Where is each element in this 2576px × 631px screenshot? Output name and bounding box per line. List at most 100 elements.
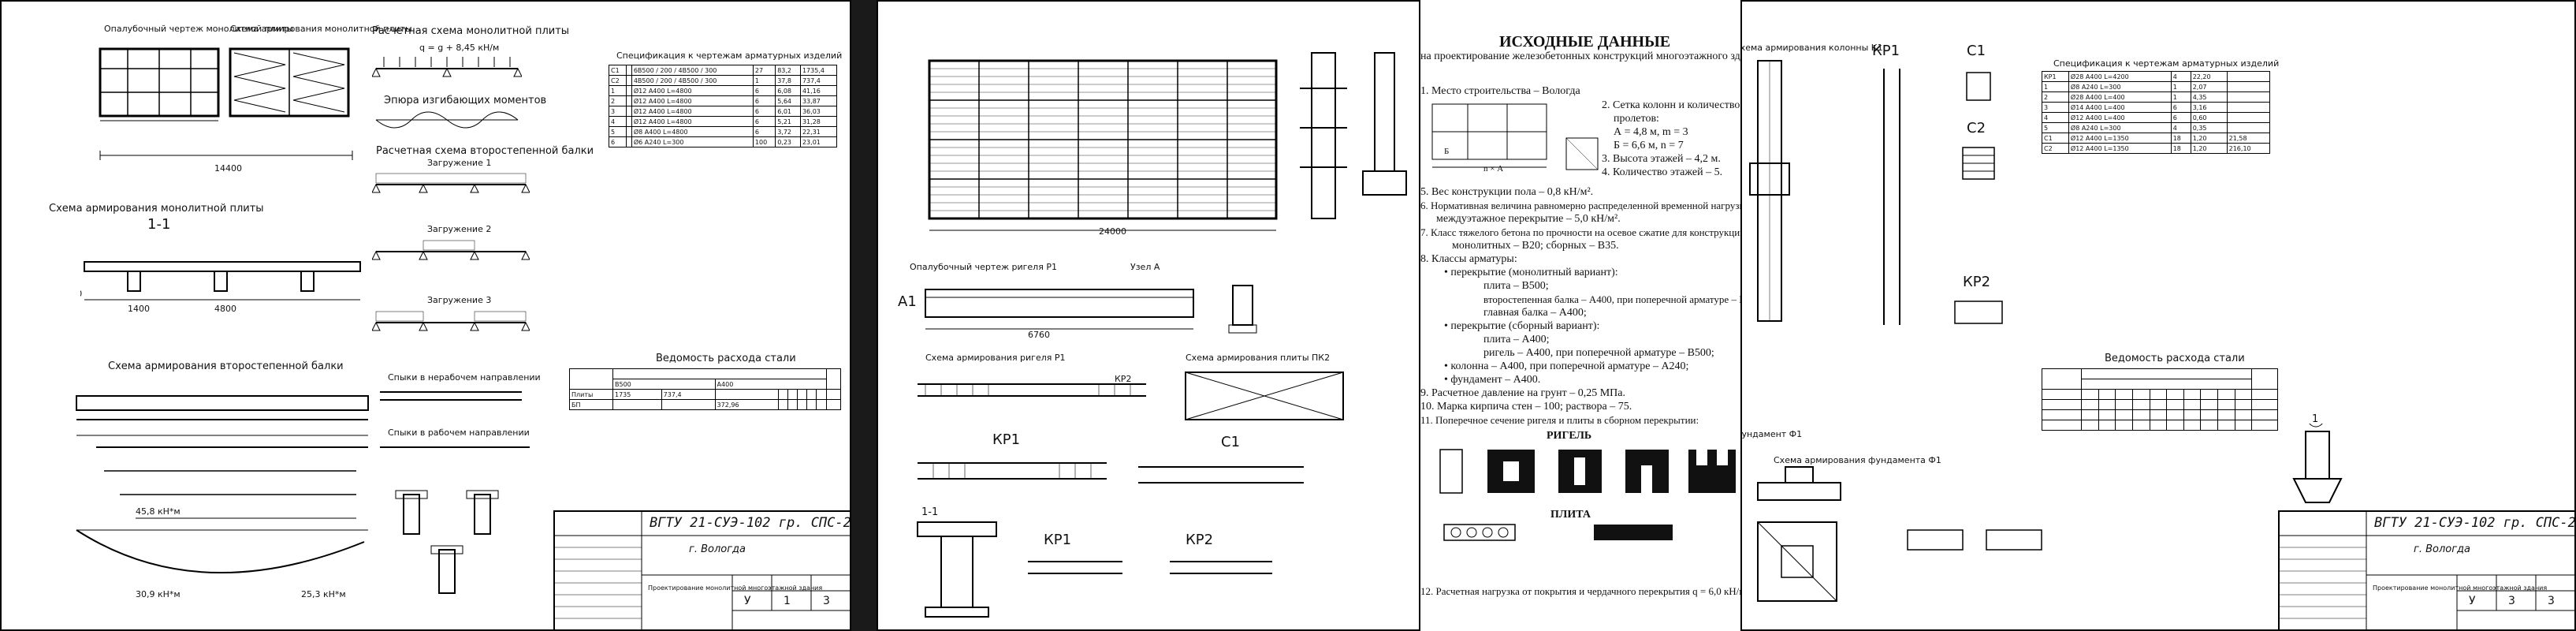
stamp-sheet: У: [744, 595, 751, 607]
paper-line-2b: пролетов:: [1614, 113, 1659, 125]
spec-cell-pos: КР1: [2042, 71, 2069, 82]
stamp-code: ВГТУ 21-СУЭ-102 гр. СПС-211: [650, 515, 851, 531]
dim-a: 1400: [128, 304, 150, 314]
spec-cell-qty: 27: [752, 65, 776, 76]
spec-cell-qty: 1: [752, 75, 776, 86]
c1-label: С1: [1967, 43, 1986, 59]
wall-section: [1300, 52, 1347, 219]
dim-total: 24000: [1099, 226, 1126, 237]
spec-cell-name: Ø12 А400 L=400: [2068, 112, 2172, 123]
spec-cell-note: [2226, 122, 2271, 133]
rigel-sections: [1439, 449, 1736, 494]
spec-cell-mass: 3,16: [2190, 102, 2228, 113]
spec-cell-mass: 22,20: [2190, 71, 2228, 82]
stamp-desc: Проектирование монолитной многоэтажной з…: [648, 584, 823, 592]
spec-cell-qty: 18: [2170, 143, 2191, 154]
spec-cell-qty: 1: [2170, 91, 2191, 103]
stamp-total: 3: [2548, 595, 2555, 607]
steel-col-a400: А400: [714, 379, 827, 390]
paper-line-8a: • перекрытие (монолитный вариант):: [1444, 267, 1618, 278]
paper-line-2: 2. Сетка колонн и количество: [1602, 99, 1740, 111]
plita-label: ПЛИТА: [1550, 509, 1591, 521]
grid-b: Б: [1444, 147, 1450, 156]
spec-cell-pos: 1: [2042, 81, 2069, 92]
spec-cell-note: 21,58: [2226, 133, 2271, 144]
c2-detail: [1962, 147, 1995, 180]
node-a: Узел А: [1130, 262, 1160, 272]
wall-detail-sketch: [1565, 137, 1599, 170]
paper-line-11: 11. Поперечное сечение ригеля и плиты в …: [1420, 414, 1699, 426]
paper-line-5: 5. Вес конструкции пола – 0,8 кН/м².: [1420, 186, 1594, 198]
steel-cell: 737,4: [661, 389, 716, 400]
dim-b: 4800: [214, 304, 236, 314]
calc-title: Расчетная схема монолитной плиты: [372, 25, 570, 37]
paper-line-12: 12. Расчетная нагрузка от покрытия и чер…: [1420, 585, 1751, 597]
drawing-sheet-2: 24000 Опалубочный чертеж ригеля Р1 Узел …: [877, 0, 1420, 631]
source-data-sheet: ИСХОДНЫЕ ДАННЫЕ на проектирование железо…: [1420, 0, 1764, 631]
spec-cell-mass: 4,35: [2190, 91, 2228, 103]
spec-cell-qty: 18: [2170, 133, 2191, 144]
slab-section: [80, 261, 361, 301]
spec-cell-pos: С1: [2042, 133, 2069, 144]
moment-title: Эпюра изгибающих моментов: [384, 95, 547, 106]
spec-cell-name: Ø8 А240 L=300: [2068, 122, 2172, 133]
kp1-frame: [1883, 69, 1900, 325]
spec-cell-pos: 2: [609, 95, 627, 106]
paper-line-7: 7. Класс тяжелого бетона по прочности на…: [1420, 226, 1748, 238]
spec-cell-mass: 3,72: [775, 126, 801, 137]
spec-cell-pos: 3: [2042, 102, 2069, 113]
spec-cell-qty: 100: [752, 136, 776, 147]
spec-cell-mass: 37,8: [775, 75, 801, 86]
kp1-label: КР1: [1872, 43, 1900, 59]
foundation-elevation: [1757, 466, 1841, 501]
slab-reinf-title: Схема армирования монолитной плиты: [49, 203, 264, 215]
kp1-b-label: КР1: [1044, 532, 1072, 548]
steel-row-name: Плиты: [569, 389, 613, 400]
spec-cell-name: Ø12 А400 L=1350: [2068, 133, 2172, 144]
load1-beam: [372, 173, 530, 193]
c1-label: С1: [1221, 434, 1241, 450]
steel-cell: 372,96: [714, 399, 779, 410]
spec-cell-pos: 5: [609, 126, 627, 137]
spec-cell-mass: 2,07: [2190, 81, 2228, 92]
spec-cell-note: [2226, 112, 2271, 123]
spec-cell-name: Ø12 А400 L=4800: [631, 106, 754, 117]
slab-sections: [1443, 524, 1673, 541]
load-q: q = g + 8,45 кН/м: [419, 43, 500, 53]
spec-cell-qty: 4: [2170, 71, 2191, 82]
paper-line-8b: плита – В500;: [1483, 280, 1549, 292]
spec-cell-ref: [625, 95, 632, 106]
col-title: Схема армирования колонны К1: [1740, 43, 1883, 53]
reinf-pk2-title: Схема армирования плиты ПК2: [1186, 353, 1331, 363]
spec-cell-note: 41,16: [799, 85, 838, 96]
foundation-mesh-1: [1907, 529, 1964, 551]
paper-line-6: 6. Нормативная величина равномерно распр…: [1420, 200, 1763, 211]
kp2-b-label: КР2: [1186, 532, 1214, 548]
foundation-mesh-2: [1986, 529, 2042, 551]
paper-line-3: 3. Высота этажей – 4,2 м.: [1602, 153, 1721, 165]
spec-cell-qty: 6: [752, 95, 776, 106]
spec-cell-note: 23,01: [799, 136, 838, 147]
paper-line-4: 4. Количество этажей – 5.: [1602, 166, 1723, 178]
spec-cell-name: Ø12 А400 L=1350: [2068, 143, 2172, 154]
steel-title: Ведомость расхода стали: [656, 353, 796, 364]
val-shear2: 25,3 кН*м: [301, 589, 346, 599]
spec-cell-note: [2226, 91, 2271, 103]
beam-calc-title: Расчетная схема второстепенной балки: [376, 145, 594, 157]
node-1-label: 1: [2312, 413, 2319, 425]
kp2-b-frame: [1170, 561, 1272, 574]
foundation-label: Фундамент Ф1: [1740, 429, 1803, 439]
spec-cell-note: 31,28: [799, 116, 838, 127]
load3-label: Загружение 3: [427, 295, 492, 305]
pile-dir2: Спыки в рабочем направлении: [388, 428, 530, 438]
kp1-frame: [918, 462, 1107, 480]
paper-line-2d: Б = 6,6 м, n = 7: [1614, 140, 1684, 151]
spec-cell-name: Ø12 А400 L=4800: [631, 85, 754, 96]
paper-line-8c: второстепенная балка – А400, при попереч…: [1483, 293, 1764, 305]
c2-label: С2: [1967, 120, 1986, 136]
